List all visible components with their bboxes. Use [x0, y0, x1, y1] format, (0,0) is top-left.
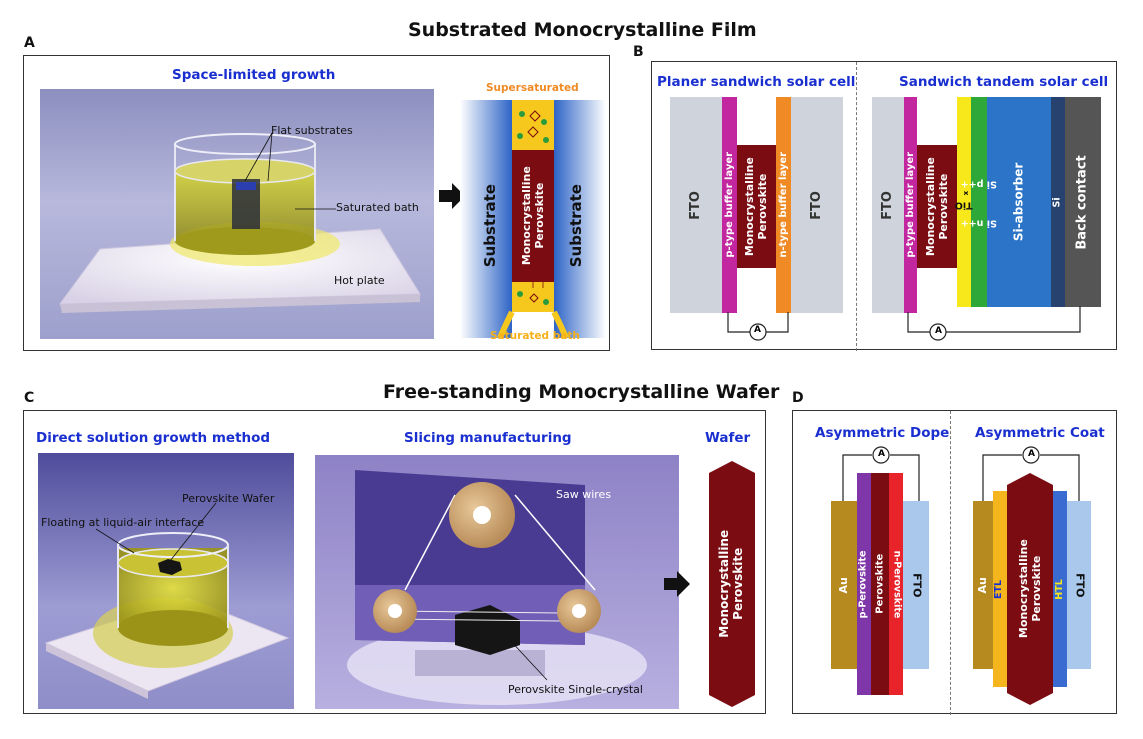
panel-a-subtitle: Space-limited growth [172, 67, 336, 83]
label-perovskite-wafer: Perovskite Wafer [182, 492, 275, 505]
label-fto-d-left: FTO [910, 572, 924, 598]
label-tio-subscript: x [961, 190, 970, 196]
layer-tio-right [957, 97, 971, 307]
label-au-right: Au [975, 576, 989, 594]
layer-fto-left-1 [670, 97, 722, 313]
layer-perovskite-left [737, 145, 776, 268]
ammeter-left: A [754, 325, 761, 335]
label-crystal-right: Monocrystalline Perovskite [1016, 539, 1042, 639]
panel-letter-b: B [633, 44, 644, 60]
space-limited-growth-render [40, 89, 434, 339]
layer-p-buffer-right [904, 97, 917, 313]
layer-si-absorber-right [987, 97, 1051, 307]
label-fto-d-right: FTO [1073, 572, 1087, 598]
layer-fto-left-2 [791, 97, 843, 313]
ammeter-d-right: A [1028, 449, 1035, 459]
label-saturated-bath-schematic: Saturated bath [490, 330, 580, 342]
label-substrate-right: Substrate [567, 184, 586, 268]
layer-au-right [973, 501, 993, 669]
label-n-buffer-left: n-type buffer layer [777, 152, 789, 258]
space-limited-schematic [460, 100, 606, 340]
label-fto-left-1: FTO [687, 190, 703, 220]
layer-perovskite-right [917, 145, 957, 268]
panel-letter-a: A [24, 35, 35, 51]
label-p-buffer-left: p-type buffer layer [723, 152, 735, 258]
label-hot-plate: Hot plate [334, 274, 385, 287]
label-fto-right: FTO [879, 190, 895, 220]
label-saturated-bath-render: Saturated bath [336, 201, 419, 214]
label-wafer-crystal: Monocrystalline Perovskite [717, 530, 746, 638]
layer-si-n-p-right [971, 97, 987, 307]
label-substrate-left: Substrate [481, 184, 500, 268]
layer-si-right [1051, 97, 1065, 307]
arrow-right-icon [439, 183, 465, 209]
panel-d-divider [950, 411, 951, 715]
circuit-d-right [982, 446, 1080, 501]
panel-a: Space-limited growth Flat substrates [23, 55, 610, 351]
layer-n-perovskite [889, 473, 903, 695]
arrow-right-icon-c [664, 571, 690, 597]
label-p-buffer-right: p-type buffer layer [904, 152, 916, 258]
layer-etl-right [993, 491, 1007, 687]
label-saw-wires: Saw wires [556, 488, 612, 501]
layer-htl-right [1053, 491, 1067, 687]
ammeter-right: A [935, 326, 942, 336]
label-si-absorber-right: Si-absorber [1011, 162, 1026, 242]
layer-fto-right [872, 97, 904, 313]
label-tio-text: TiO [954, 199, 973, 211]
panel-c: Direct solution growth method Perovskite… [23, 410, 766, 714]
label-perovskite-left: Monocrystalline Perovskite [742, 157, 769, 256]
layer-p-buffer-left [722, 97, 737, 313]
panel-d: Asymmetric Dope Asymmetric Coat Au p-Per… [792, 410, 1117, 715]
label-flat-substrates: Flat substrates [271, 124, 353, 137]
direct-growth-render [38, 453, 294, 709]
label-single-crystal: Perovskite Single-crystal [508, 683, 643, 696]
panel-c-direct-subtitle: Direct solution growth method [36, 430, 271, 446]
label-supersaturated: Supersaturated [486, 82, 579, 94]
label-fto-left-2: FTO [808, 190, 824, 220]
slicing-render [315, 455, 679, 709]
label-etl-right: ETL [993, 579, 1005, 599]
label-crystal-schematic: Monocrystalline Perovskite [519, 166, 545, 266]
layer-fto-d-right [1067, 501, 1091, 669]
layer-p-perovskite [857, 473, 871, 695]
ammeter-d-left: A [878, 449, 885, 459]
layer-back-contact-right [1065, 97, 1101, 307]
label-p-perovskite: p-Perovskite [857, 550, 869, 618]
label-si-right: Si [1051, 196, 1063, 208]
panel-letter-c: C [24, 390, 35, 406]
label-htl-right: HTL [1053, 578, 1065, 600]
panel-b-divider [856, 62, 857, 351]
title-free-standing-wafer: Free-standing Monocrystalline Wafer [383, 381, 780, 403]
layer-crystal-right [1007, 473, 1053, 705]
label-si-n-p-right: Si n++ Si p++ [961, 97, 997, 307]
label-n-perovskite: n-Perovskite [891, 550, 903, 618]
label-back-contact-right: Back contact [1074, 154, 1090, 250]
panel-letter-d: D [792, 390, 804, 406]
panel-b-right-title: Sandwich tandem solar cell [899, 74, 1109, 90]
layer-fto-d-left [903, 501, 929, 669]
circuit-left [727, 312, 789, 341]
layer-n-buffer-left [776, 97, 791, 313]
label-floating-interface: Floating at liquid-air interface [41, 516, 205, 529]
title-substrated-film: Substrated Monocrystalline Film [408, 19, 757, 41]
circuit-d-left [842, 446, 920, 501]
layer-perovskite-d [871, 473, 889, 695]
circuit-right [907, 306, 1081, 341]
label-tio-right: TiO x [954, 97, 973, 307]
panel-c-slicing-subtitle: Slicing manufacturing [404, 430, 572, 446]
panel-b-left-title: Planer sandwich solar cell [657, 74, 856, 90]
panel-d-right-title: Asymmetric Coat [975, 425, 1105, 441]
panel-b: Planer sandwich solar cell Sandwich tand… [651, 61, 1117, 351]
label-perovskite-right: Monocrystalline Perovskite [923, 157, 949, 256]
label-perovskite-d: Perovskite [874, 553, 886, 615]
wafer-shape [709, 461, 755, 707]
panel-d-left-title: Asymmetric Dope [815, 425, 950, 441]
label-au-left: Au [836, 576, 850, 594]
panel-c-wafer-subtitle: Wafer [705, 430, 751, 446]
layer-au-left [831, 501, 857, 669]
